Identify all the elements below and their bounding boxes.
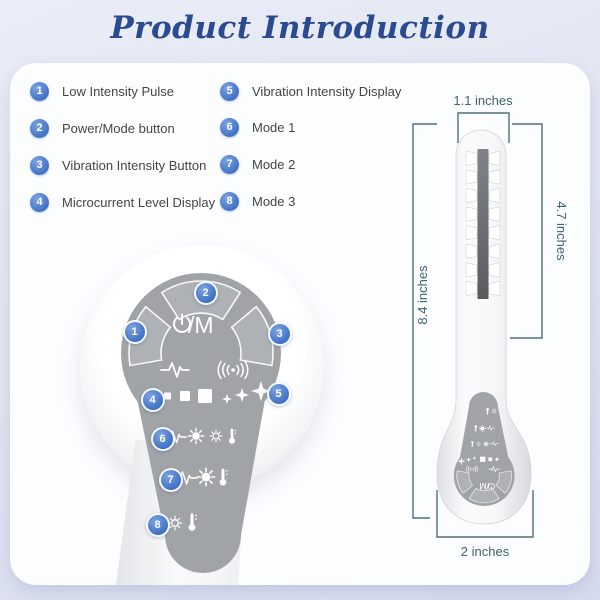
- legend-number-badge: 7: [220, 154, 239, 174]
- panel-graphics: /M: [121, 273, 281, 573]
- legend-item-3: 3 Vibration Intensity Button: [30, 155, 206, 175]
- page-title: Product Introduction: [110, 10, 490, 46]
- callout-3: 3: [267, 321, 292, 346]
- sparkle-icons: [222, 381, 271, 404]
- callout-7: 7: [158, 467, 183, 492]
- legend-label: Vibration Intensity Button: [62, 157, 207, 173]
- legend-number-badge: 8: [220, 191, 239, 211]
- legend-label: Mode 1: [252, 119, 296, 135]
- callout-4: 4: [140, 387, 165, 412]
- dimension-total-height: 8.4 inches: [412, 123, 437, 519]
- callout-5: 5: [266, 381, 291, 406]
- legend-label: Mode 2: [252, 156, 296, 172]
- callout-1: 1: [122, 319, 147, 344]
- microcurrent-level-squares: [164, 389, 212, 403]
- dimension-head-width-label: 2 inches: [461, 544, 510, 559]
- legend-item-5: 5 Vibration Intensity Display: [220, 81, 401, 101]
- legend-item-7: 7 Mode 2: [220, 154, 295, 174]
- dimension-total-height-label: 8.4 inches: [415, 265, 430, 325]
- legend-number-badge: 1: [30, 81, 49, 101]
- dimension-head-width: 2 inches: [436, 490, 534, 559]
- legend-number-badge: 2: [30, 118, 49, 138]
- power-mode-label: /M: [188, 312, 214, 338]
- dimension-roller-height-label: 4.7 inches: [554, 201, 569, 261]
- legend-label: Power/Mode button: [62, 120, 175, 136]
- legend-number-badge: 4: [30, 192, 49, 212]
- legend-item-6: 6 Mode 1: [220, 117, 295, 137]
- legend-number-badge: 3: [30, 155, 49, 175]
- callout-8: 8: [145, 512, 170, 537]
- device-full-view: 1.1 inches 8.4 inches 4.7 inches 2 inche…: [412, 93, 569, 559]
- content-card: 1 Low Intensity Pulse 2 Power/Mode butto…: [10, 63, 590, 585]
- roller-channel: [477, 149, 489, 299]
- legend-item-8: 8 Mode 3: [220, 191, 295, 211]
- legend-label: Microcurrent Level Display: [62, 194, 216, 210]
- dimension-top-width-label: 1.1 inches: [453, 93, 513, 108]
- power-icon: [173, 313, 191, 333]
- legend-item-4: 4 Microcurrent Level Display: [30, 192, 215, 212]
- legend-label: Low Intensity Pulse: [62, 83, 175, 99]
- legend-number-badge: 5: [220, 81, 239, 101]
- dimension-top-width: 1.1 inches: [453, 93, 513, 143]
- legend-label: Mode 3: [252, 193, 296, 209]
- control-panel: /M: [121, 273, 281, 573]
- legend-label: Vibration Intensity Display: [252, 83, 402, 99]
- legend-item-2: 2 Power/Mode button: [30, 118, 175, 138]
- callout-6: 6: [150, 426, 175, 451]
- vibration-intensity-button[interactable]: [230, 305, 274, 367]
- legend-item-1: 1 Low Intensity Pulse: [30, 81, 174, 101]
- legend-number-badge: 6: [220, 117, 239, 137]
- dimension-roller-height: 4.7 inches: [510, 123, 569, 339]
- callout-2: 2: [193, 280, 218, 305]
- device-body: [436, 129, 532, 525]
